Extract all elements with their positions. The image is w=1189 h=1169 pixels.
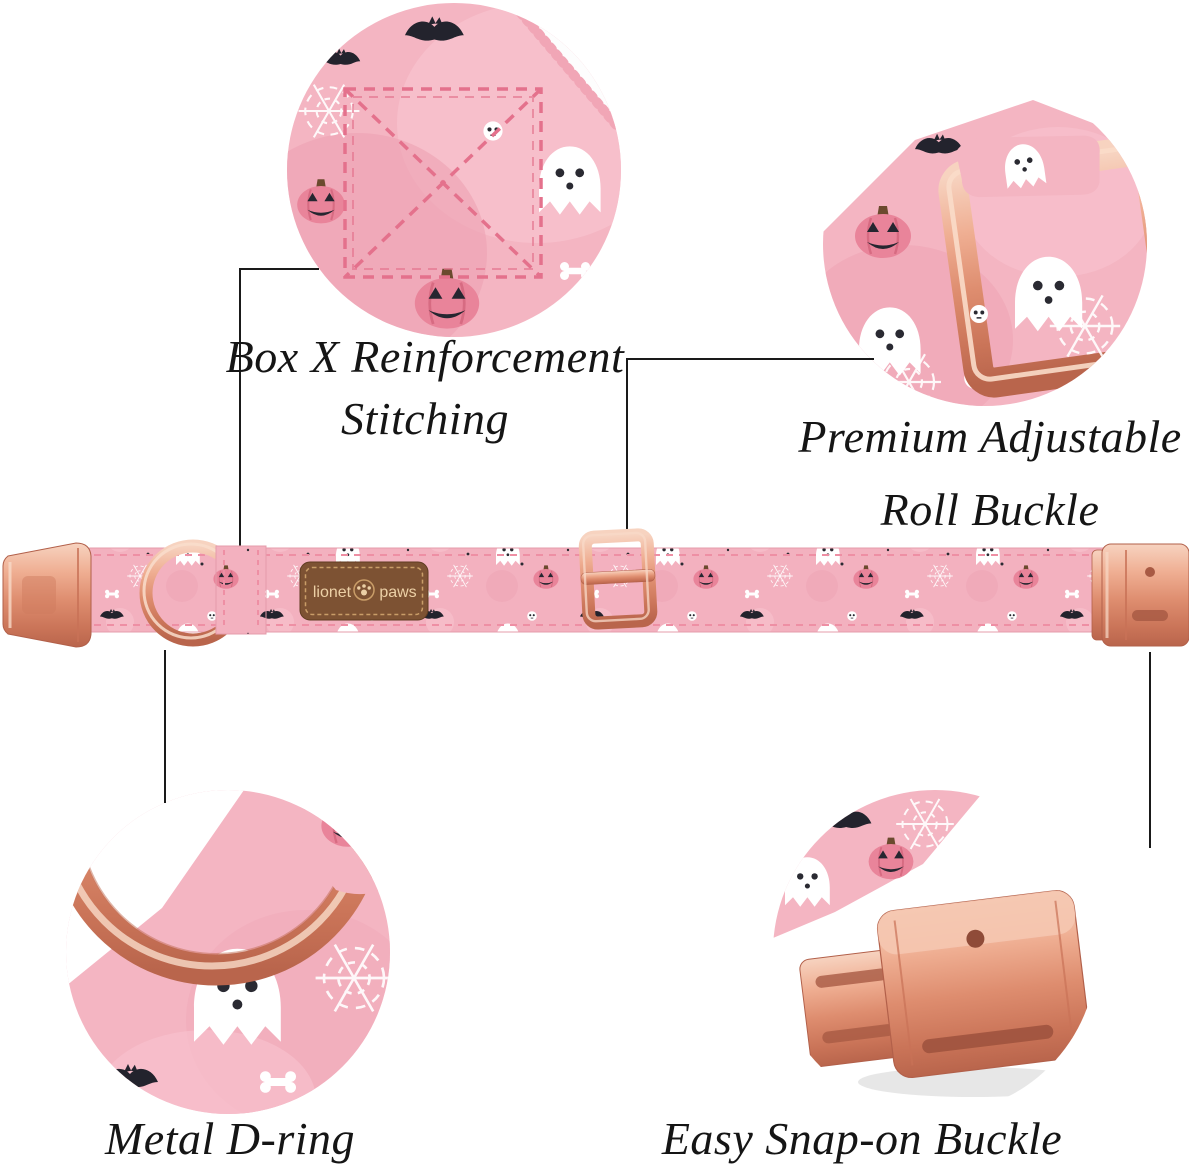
snap-buckle-label: Easy Snap-on Buckle (661, 1113, 1063, 1164)
snap-buckle-closeup-image (773, 790, 1097, 1114)
d-ring-fabric-fold (215, 545, 267, 635)
left-buckle (2, 542, 92, 648)
collar-image: lionet paws (2, 528, 1189, 648)
callout-line-rollbuckle-h (626, 358, 874, 360)
callout-line-dring-v (164, 650, 166, 803)
collar: lionet paws (0, 520, 1189, 670)
roll-buckle-slider (578, 528, 658, 630)
roll-buckle-label: Premium Adjustable Roll Buckle (760, 400, 1189, 546)
stitching-closeup-image (287, 3, 621, 337)
callout-line-stitching-v (239, 268, 241, 559)
snap-buckle-closeup-photo (773, 790, 1097, 1114)
d-ring-label: Metal D-ring (104, 1113, 355, 1164)
paw-icon (353, 579, 375, 601)
stitching-label-line2: Stitching (340, 393, 510, 444)
brand-tag-text-left: lionet (313, 584, 352, 601)
right-buckle (1091, 543, 1189, 647)
d-ring-closeup-photo (66, 790, 390, 1114)
roll-buckle-closeup-photo (823, 82, 1147, 406)
snap-buckle-metal (799, 890, 1092, 1079)
roll-buckle-label-line1: Premium Adjustable (798, 411, 1182, 462)
stitching-label: Box X Reinforcement Stitching (140, 326, 710, 450)
brand-tag-text-right: paws (379, 584, 416, 601)
stitching-closeup-photo (287, 3, 621, 337)
roll-buckle-closeup-image (823, 82, 1147, 406)
stitching-label-line1: Box X Reinforcement (225, 331, 625, 382)
box-x-stitch-lines (343, 87, 543, 279)
brand-tag: lionet paws (299, 561, 429, 621)
serge-stitch (510, 3, 621, 132)
roll-buckle-frame (938, 135, 1147, 398)
callout-line-snapbuckle-v (1149, 652, 1151, 848)
callout-line-stitching-h (239, 268, 319, 270)
d-ring-closeup-image (66, 790, 390, 1114)
roll-buckle-label-line2: Roll Buckle (880, 484, 1100, 535)
callout-line-rollbuckle-v (626, 358, 628, 540)
